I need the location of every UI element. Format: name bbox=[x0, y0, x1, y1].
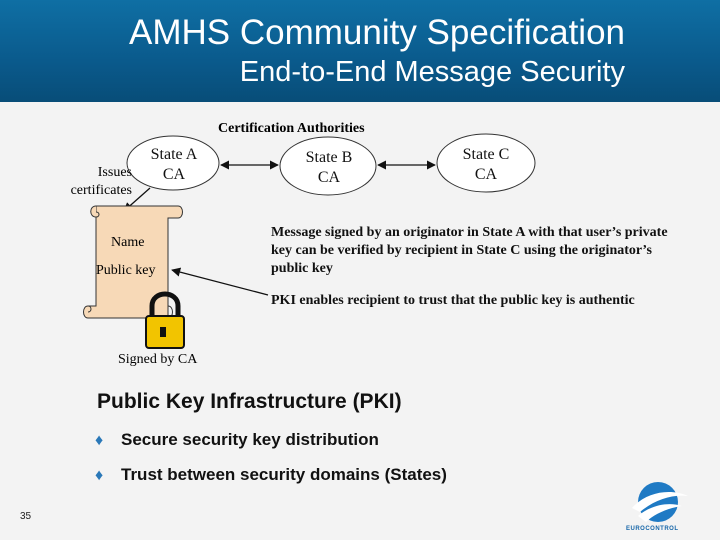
padlock-icon bbox=[145, 291, 185, 349]
pki-title: Public Key Infrastructure (PKI) bbox=[97, 390, 402, 413]
public-key-arrow bbox=[171, 267, 269, 296]
certificate-public-key: Public key bbox=[96, 263, 156, 278]
state-c-ca-ellipse bbox=[436, 133, 536, 193]
certificate-name: Name bbox=[111, 235, 145, 250]
bullet-item: ♦ Trust between security domains (States) bbox=[95, 465, 447, 485]
signed-by-label: Signed by CA bbox=[118, 352, 198, 367]
diamond-bullet-icon: ♦ bbox=[95, 432, 104, 449]
bullet-text: Trust between security domains (States) bbox=[121, 465, 447, 484]
diamond-bullet-icon: ♦ bbox=[95, 467, 104, 484]
eurocontrol-logo bbox=[632, 482, 688, 522]
note-message-signed: Message signed by an originator in State… bbox=[271, 225, 668, 276]
state-a-ca-ellipse bbox=[126, 135, 220, 191]
bullet-text: Secure security key distribution bbox=[121, 430, 379, 449]
ca-heading: Certification Authorities bbox=[218, 121, 365, 136]
header-banner: AMHS Community Specification End-to-End … bbox=[0, 0, 720, 102]
state-a-label: State A CA bbox=[150, 146, 198, 183]
slide-subtitle: End-to-End Message Security bbox=[239, 56, 625, 88]
state-c-label: State C CA bbox=[462, 146, 510, 183]
bullet-item: ♦ Secure security key distribution bbox=[95, 430, 379, 450]
note-pki-trust: PKI enables recipient to trust that the … bbox=[271, 293, 635, 308]
state-b-label: State B CA bbox=[305, 149, 353, 186]
logo-text: EUROCONTROL bbox=[626, 526, 679, 532]
state-b-ca-ellipse bbox=[279, 136, 377, 196]
page-number: 35 bbox=[20, 511, 32, 522]
issues-label: Issues certificates bbox=[70, 165, 132, 198]
slide-title: AMHS Community Specification bbox=[129, 13, 625, 52]
certificate-scroll bbox=[83, 205, 183, 319]
